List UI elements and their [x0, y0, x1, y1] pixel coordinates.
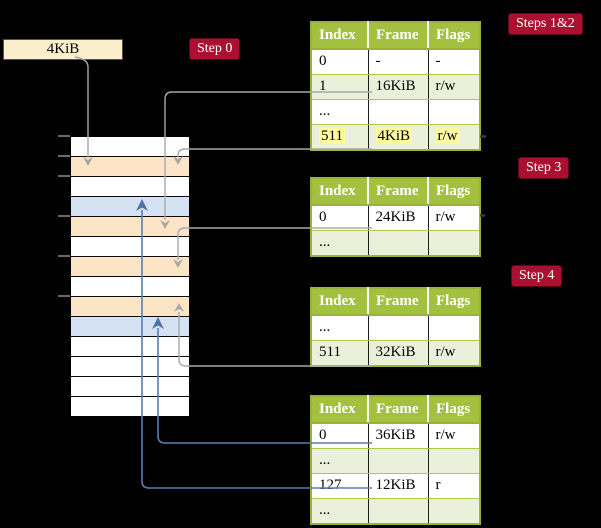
table-cell: ...: [311, 230, 369, 257]
table-row: ...: [311, 315, 480, 341]
column-header: Frame: [368, 288, 429, 316]
column-header: Index: [311, 288, 369, 316]
table-cell: [428, 99, 480, 125]
memory-row: [71, 357, 189, 377]
memory-row: [71, 257, 189, 277]
memory-row: [71, 297, 189, 317]
table-cell: 36KiB: [368, 423, 429, 449]
table-cell: ...: [311, 448, 369, 474]
table-cell: 4KiB: [368, 124, 429, 151]
table-cell: 12KiB: [368, 473, 429, 499]
column-header: Index: [311, 178, 369, 206]
table-cell: r: [428, 473, 480, 499]
table-cell: [368, 99, 429, 125]
table-cell: [428, 448, 480, 474]
table-cell: 511: [311, 124, 369, 151]
column-header: Frame: [368, 178, 429, 206]
memory-row: [71, 237, 189, 257]
table-cell: r/w: [428, 205, 480, 231]
table-cell: r/w: [428, 124, 480, 151]
column-header: Flags: [428, 178, 480, 206]
column-header: Index: [311, 396, 369, 424]
table-cell: 511: [311, 340, 369, 367]
table-cell: 32KiB: [368, 340, 429, 367]
table-cell: 0: [311, 423, 369, 449]
table-cell: [368, 230, 429, 257]
table-row: ...: [311, 99, 480, 125]
table-cell: [428, 315, 480, 341]
memory-row: [71, 197, 189, 217]
table-cell: [428, 230, 480, 257]
table-cell: r/w: [428, 74, 480, 100]
memory-row: [71, 317, 189, 337]
table-row: 0--: [311, 49, 480, 75]
table-cell: [368, 448, 429, 474]
column-header: Flags: [428, 396, 480, 424]
memory-column: [70, 136, 190, 417]
column-header: Frame: [368, 396, 429, 424]
table-cell: [368, 498, 429, 525]
step-0-badge: Step 0: [189, 38, 241, 60]
table-row: 511 4KiB r/w: [311, 124, 480, 151]
step-4-badge: Step 4: [511, 265, 563, 287]
memory-row: [71, 397, 189, 416]
table-cell: 0: [311, 205, 369, 231]
table-cell: [368, 315, 429, 341]
table-cell: 24KiB: [368, 205, 429, 231]
table-cell: -: [428, 49, 480, 75]
table-cell: 127: [311, 473, 369, 499]
column-header: Frame: [368, 22, 429, 50]
table-row: ...: [311, 230, 480, 257]
table-cell: -: [368, 49, 429, 75]
table-cell: 0: [311, 49, 369, 75]
table-row: ...: [311, 448, 480, 474]
memory-tick-marks: [58, 135, 70, 297]
memory-row: [71, 137, 189, 157]
table-cell: [428, 498, 480, 525]
memory-row: [71, 337, 189, 357]
table-cell: ...: [311, 99, 369, 125]
memory-row: [71, 217, 189, 237]
highlighted-value: 4KiB: [375, 128, 413, 144]
highlighted-value: 511: [319, 128, 345, 144]
table-cell: 16KiB: [368, 74, 429, 100]
memory-row: [71, 177, 189, 197]
table-row: ...: [311, 498, 480, 525]
column-header: Index: [311, 22, 369, 50]
memory-row: [71, 157, 189, 177]
step-3-badge: Step 3: [518, 157, 570, 179]
memory-row: [71, 377, 189, 397]
table-cell: ...: [311, 315, 369, 341]
steps-1-2-badge: Steps 1&2: [508, 13, 583, 35]
column-header: Flags: [428, 22, 480, 50]
page-table-base-box: 4KiB: [3, 39, 123, 60]
table-cell: r/w: [428, 423, 480, 449]
memory-row: [71, 277, 189, 297]
highlighted-value: r/w: [435, 128, 460, 144]
table-cell: ...: [311, 498, 369, 525]
column-header: Flags: [428, 288, 480, 316]
arrow-entry511-4kib: [173, 148, 372, 165]
table-cell: 1: [311, 74, 369, 100]
table-cell: r/w: [428, 340, 480, 367]
